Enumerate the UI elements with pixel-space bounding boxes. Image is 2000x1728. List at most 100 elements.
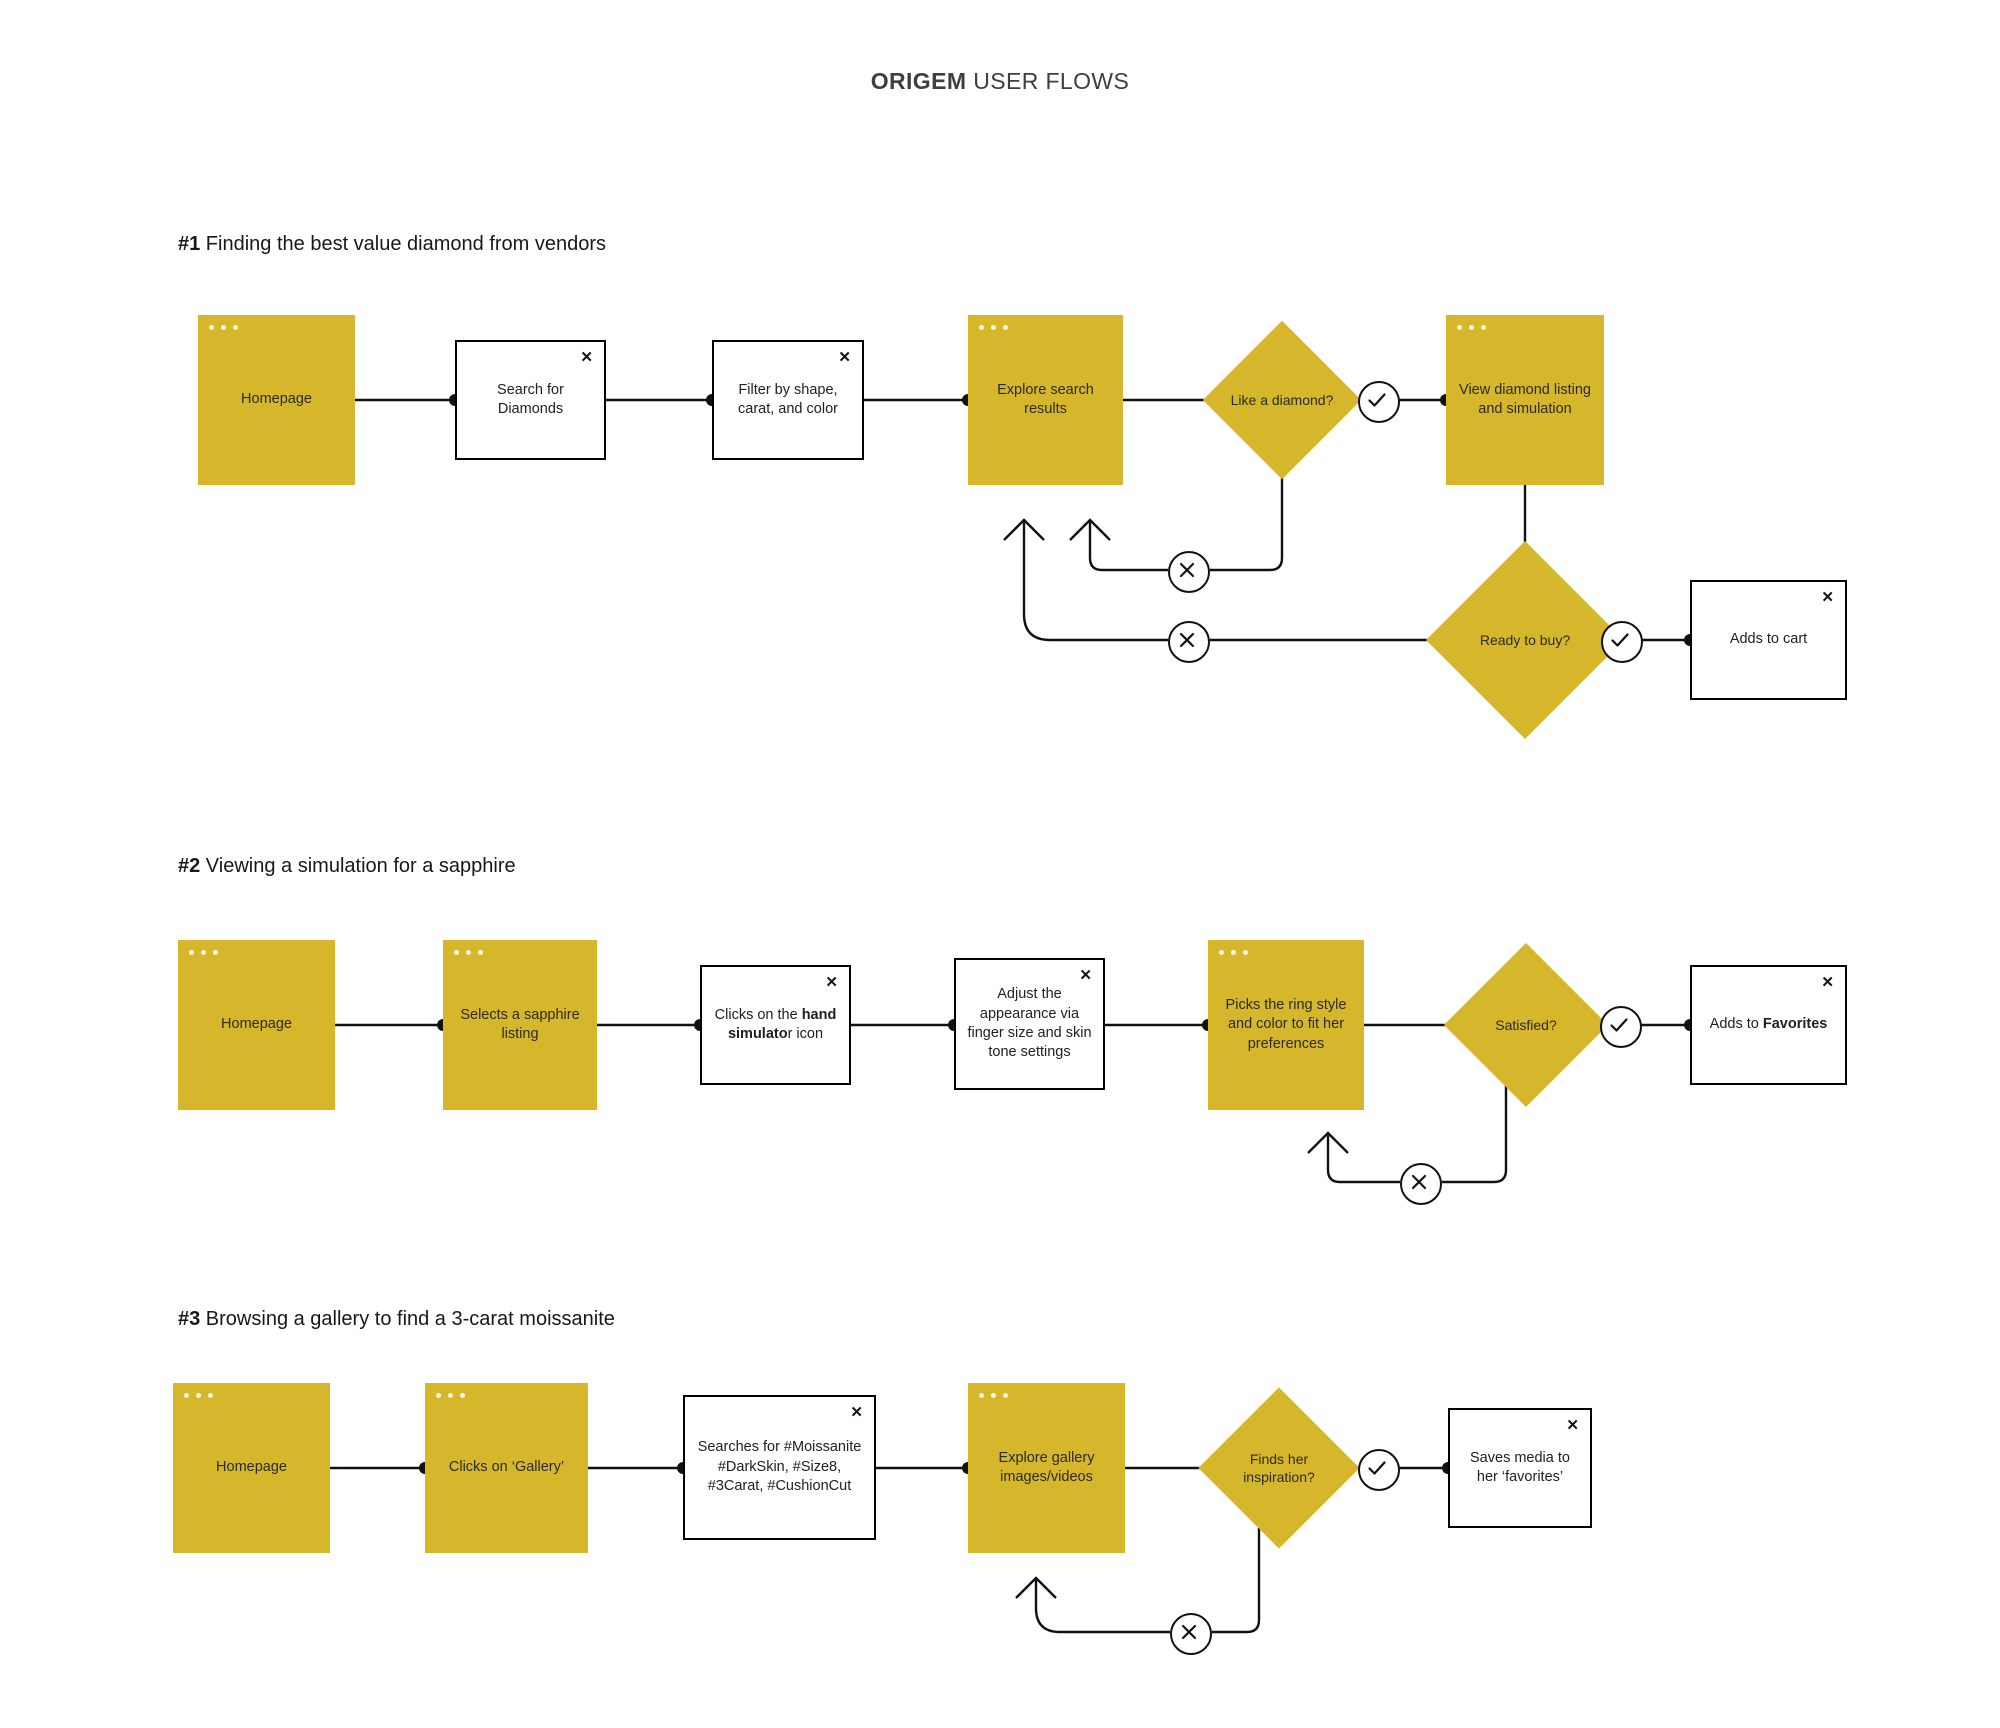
check-icon	[1611, 633, 1629, 647]
gate-like-no-cross[interactable]	[1168, 551, 1210, 593]
close-icon[interactable]: ✕	[580, 349, 593, 366]
close-icon[interactable]: ✕	[1821, 974, 1834, 991]
node-clicks-gallery[interactable]: Clicks on ‘Gallery’	[425, 1383, 588, 1553]
close-icon[interactable]: ✕	[825, 974, 838, 991]
edge-satisfied-no-a	[1442, 1085, 1508, 1184]
close-icon[interactable]: ✕	[1079, 967, 1092, 984]
node-decision-like-diamond[interactable]: Like a diamond?	[1202, 320, 1362, 480]
gate-finds-yes-check[interactable]	[1358, 1449, 1400, 1491]
close-icon[interactable]: ✕	[1566, 1417, 1579, 1434]
node-label: Adjust the appearance via finger size an…	[967, 986, 1092, 1061]
cross-icon	[1179, 562, 1195, 578]
edge-finds-no-b	[1034, 1580, 1170, 1634]
node-search-diamonds[interactable]: ✕ Search for Diamonds	[455, 340, 606, 460]
flow-3-connectors	[330, 1462, 1454, 1634]
node-selects-sapphire-listing[interactable]: Selects a sapphire listing	[443, 940, 597, 1110]
node-label: Saves media to her ‘favorites’	[1470, 1449, 1570, 1485]
node-decision-ready-to-buy[interactable]: Ready to buy?	[1426, 541, 1624, 739]
close-icon[interactable]: ✕	[850, 1404, 863, 1421]
node-homepage-3[interactable]: Homepage	[173, 1383, 330, 1553]
close-icon[interactable]: ✕	[838, 349, 851, 366]
edge-satisfied-no-b	[1326, 1135, 1400, 1184]
favorites-pre: Adds to	[1709, 1016, 1763, 1033]
gate-satisfied-yes-check[interactable]	[1600, 1006, 1642, 1048]
flow-3-canvas: Homepage Clicks on ‘Gallery’ ✕ Searches …	[0, 1370, 2000, 1670]
node-label: Homepage	[241, 391, 312, 408]
window-dots-icon	[979, 325, 1008, 330]
arrowhead-loop-gallery	[1015, 1576, 1057, 1599]
node-adjust-appearance[interactable]: ✕ Adjust the appearance via finger size …	[954, 958, 1105, 1090]
flow-1-heading: #1 Finding the best value diamond from v…	[178, 233, 606, 256]
node-label: Adds to Favorites	[1700, 1015, 1838, 1034]
flow-2-number: #2	[178, 855, 201, 877]
check-icon	[1368, 1461, 1386, 1475]
page-title: ORIGEM USER FLOWS	[0, 68, 2000, 95]
clicks-pre: Clicks on the	[714, 1006, 802, 1023]
node-label: Finds her inspiration?	[1243, 1450, 1315, 1485]
node-label: Homepage	[216, 1459, 287, 1476]
node-saves-media[interactable]: ✕ Saves media to her ‘favorites’	[1448, 1408, 1592, 1528]
node-explore-gallery[interactable]: Explore gallery images/videos	[968, 1383, 1125, 1553]
node-searches-hashtags[interactable]: ✕ Searches for #Moissanite #DarkSkin, #S…	[683, 1395, 876, 1540]
flow-2-canvas: Homepage Selects a sapphire listing ✕ Cl…	[0, 930, 2000, 1210]
gate-ready-yes-check[interactable]	[1601, 621, 1643, 663]
node-adds-to-cart[interactable]: ✕ Adds to cart	[1690, 580, 1847, 700]
node-label: Homepage	[221, 1016, 292, 1033]
check-icon	[1368, 393, 1386, 407]
node-label: Explore gallery images/videos	[998, 1449, 1095, 1485]
clicks-post: r icon	[787, 1026, 824, 1042]
arrowhead-loop-picks	[1307, 1131, 1349, 1154]
node-label: Filter by shape, carat, and color	[738, 381, 838, 417]
window-dots-icon	[1219, 950, 1248, 955]
node-decision-finds-inspiration[interactable]: Finds her inspiration?	[1198, 1387, 1360, 1549]
flow-2-title: Viewing a simulation for a sapphire	[200, 855, 516, 877]
node-clicks-hand-simulator[interactable]: ✕ Clicks on the hand simulator icon	[700, 965, 851, 1085]
node-label: Ready to buy?	[1479, 631, 1571, 648]
gate-ready-no-cross[interactable]	[1168, 621, 1210, 663]
node-view-diamond-listing[interactable]: View diamond listing and simulation	[1446, 315, 1604, 485]
flow-1-canvas: Homepage ✕ Search for Diamonds ✕ Filter …	[0, 300, 2000, 739]
node-filter-shape-carat-color[interactable]: ✕ Filter by shape, carat, and color	[712, 340, 864, 460]
node-label: Like a diamond?	[1230, 391, 1334, 408]
node-label: Explore search results	[997, 381, 1094, 417]
window-dots-icon	[436, 1393, 465, 1398]
window-dots-icon	[1457, 325, 1486, 330]
node-label: Clicks on ‘Gallery’	[448, 1459, 565, 1476]
flow-3-heading: #3 Browsing a gallery to find a 3-carat …	[178, 1308, 615, 1331]
cross-icon	[1181, 1624, 1197, 1640]
edge-ready-no-b	[1022, 522, 1168, 642]
node-label: Search for Diamonds	[497, 381, 564, 417]
edge-like-no-a	[1210, 460, 1284, 572]
close-icon[interactable]: ✕	[1821, 589, 1834, 606]
node-picks-ring-style[interactable]: Picks the ring style and color to fit he…	[1208, 940, 1364, 1110]
node-homepage-2[interactable]: Homepage	[178, 940, 335, 1110]
flow-1-title: Finding the best value diamond from vend…	[200, 233, 607, 255]
flow-2-heading: #2 Viewing a simulation for a sapphire	[178, 855, 516, 878]
gate-finds-no-cross[interactable]	[1170, 1613, 1212, 1655]
flow-1-number: #1	[178, 233, 201, 255]
node-label: Picks the ring style and color to fit he…	[1225, 996, 1347, 1052]
node-explore-search-results[interactable]: Explore search results	[968, 315, 1123, 485]
gate-satisfied-no-cross[interactable]	[1400, 1163, 1442, 1205]
node-label: Adds to cart	[1729, 631, 1808, 648]
page-title-rest: USER FLOWS	[966, 68, 1130, 94]
node-label: Clicks on the hand simulator icon	[702, 1006, 849, 1045]
node-label: Searches for #Moissanite #DarkSkin, #Siz…	[697, 1439, 862, 1495]
window-dots-icon	[209, 325, 238, 330]
flow-3-title: Browsing a gallery to find a 3-carat moi…	[200, 1308, 615, 1330]
node-adds-to-favorites[interactable]: ✕ Adds to Favorites	[1690, 965, 1847, 1085]
window-dots-icon	[979, 1393, 1008, 1398]
node-label: View diamond listing and simulation	[1459, 381, 1591, 417]
flow-3-number: #3	[178, 1308, 201, 1330]
check-icon	[1610, 1018, 1628, 1032]
arrowhead-loop-upper	[1069, 518, 1111, 541]
node-homepage-1[interactable]: Homepage	[198, 315, 355, 485]
window-dots-icon	[184, 1393, 213, 1398]
node-label: Selects a sapphire listing	[460, 1006, 580, 1042]
edge-finds-no-a	[1212, 1528, 1261, 1634]
favorites-bold: Favorites	[1762, 1016, 1828, 1033]
node-label: Satisfied?	[1495, 1016, 1557, 1033]
gate-like-yes-check[interactable]	[1358, 381, 1400, 423]
window-dots-icon	[189, 950, 218, 955]
node-decision-satisfied[interactable]: Satisfied?	[1443, 942, 1609, 1108]
